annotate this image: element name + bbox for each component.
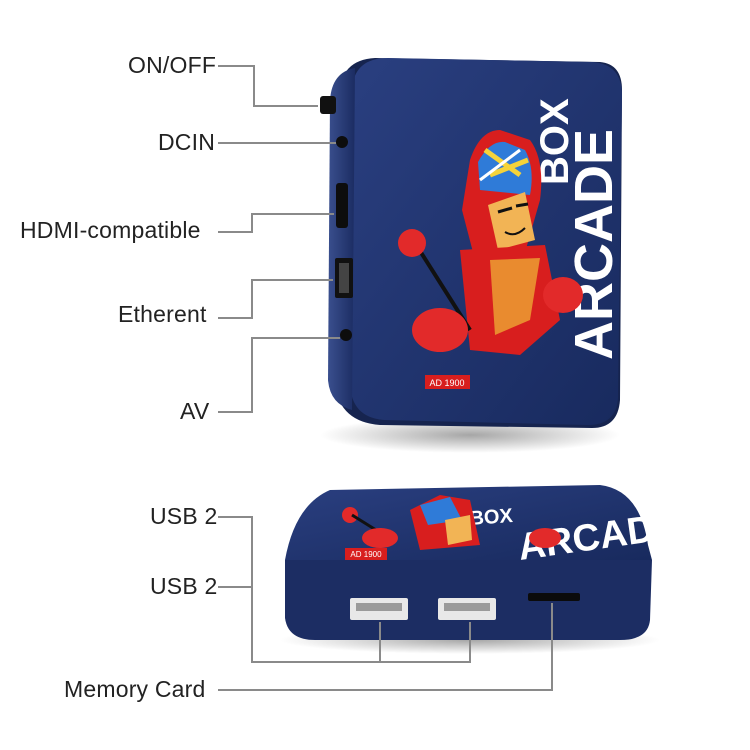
av-port [340,329,352,341]
leader-av [218,337,340,413]
label-on-off: ON/OFF [128,52,217,78]
leader-hdmi [218,213,334,233]
memory-card-slot [528,593,580,601]
leader-usb-top [218,516,471,663]
svg-text:AD 1900: AD 1900 [429,378,464,388]
arcade-mascot-art: AD 1900 [398,130,583,389]
power-switch [320,96,336,114]
label-av: AV [180,398,210,424]
svg-text:BOX: BOX [469,505,514,530]
label-hdmi: HDMI-compatible [20,217,201,243]
hdmi-port [336,183,348,228]
brand-logo-side: ARCADE [564,129,624,360]
dcin-port [336,136,348,148]
leader-on-off [218,65,318,107]
leader-ethernet [218,279,333,319]
label-dcin: DCIN [158,129,216,155]
label-ethernet: Etherent [118,301,207,327]
callout-leader-lines [218,65,553,691]
device-side-view: ARCADE BOX [320,58,624,453]
label-memory-card: Memory Card [64,676,206,702]
leader-memory-card [218,603,553,691]
svg-text:ARCADE: ARCADE [564,129,624,360]
device-front-view: BOX ARCADE AD 1900 [280,485,682,654]
label-usb-bottom: USB 2 [150,573,218,599]
svg-text:AD 1900: AD 1900 [350,550,382,559]
label-usb-top: USB 2 [150,503,218,529]
arcade-mascot-art-small: AD 1900 [342,495,561,560]
